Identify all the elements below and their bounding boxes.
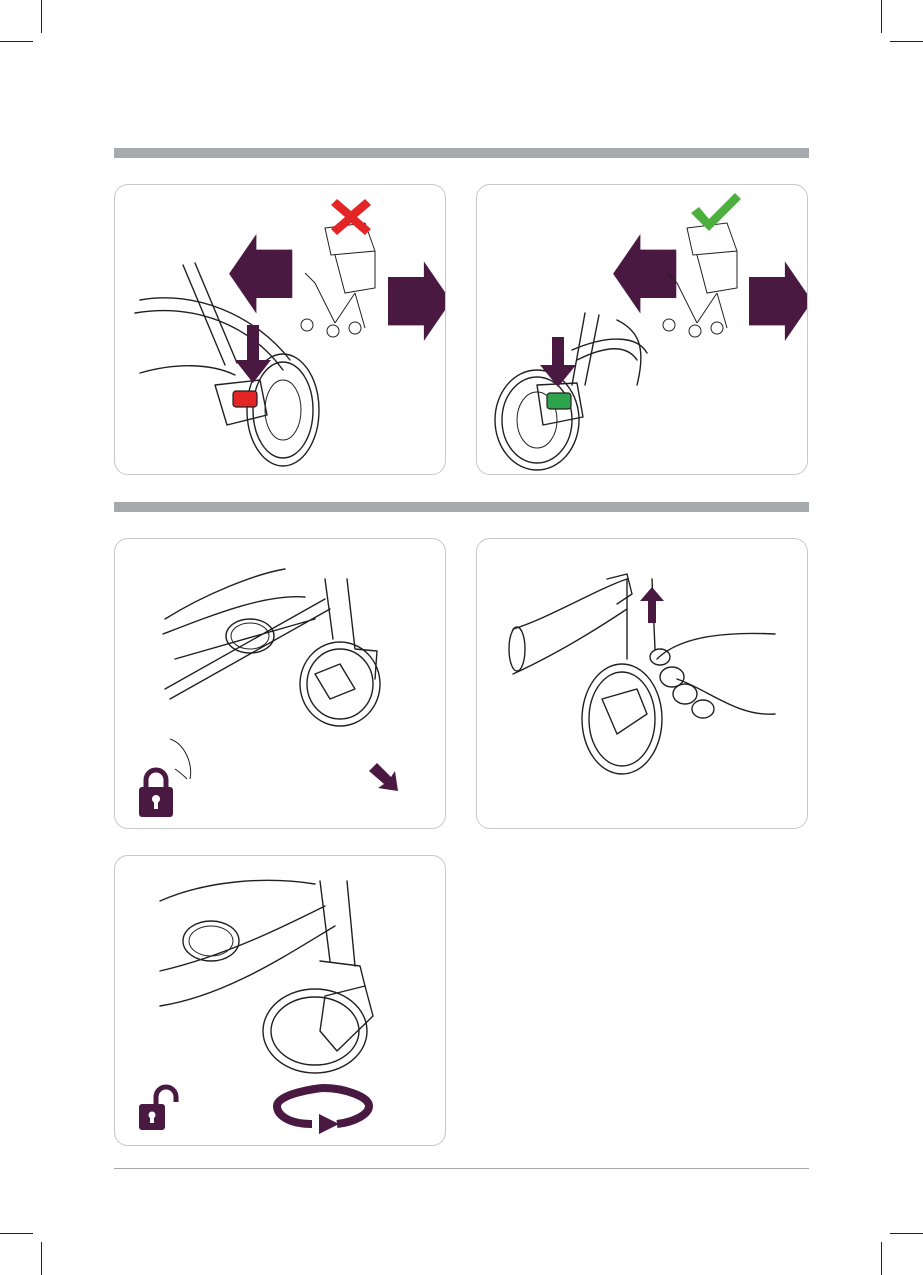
brake-released-illustration [477,185,808,475]
swivel-pull-illustration [477,539,808,829]
crop-mark [890,1233,923,1234]
front-leg [325,579,377,679]
frame-upper [163,569,305,634]
lock-open-icon [139,1087,176,1130]
section-divider-brake [114,148,809,158]
panel-brake-released [476,184,808,475]
crop-mark [41,0,42,33]
section-divider-swivel [114,502,809,512]
check-icon [691,193,741,231]
panel-swivel-unlocked [114,855,446,1146]
crop-mark [41,1242,42,1275]
foot-pad [183,921,239,961]
left-arrow-icon [613,234,676,314]
stroller-icon [301,223,375,337]
red-indicator-icon [233,391,257,407]
crop-mark [881,1242,882,1275]
brake-engaged-illustration [115,185,446,475]
front-wheel [300,642,380,726]
rotate-arrow-icon [277,1088,369,1134]
footer-rule [114,1168,809,1169]
front-wheel [582,664,662,774]
crop-mark [881,0,882,33]
frame-tube [160,880,335,1006]
front-wheel [263,989,367,1073]
frame-tube [572,339,647,360]
swivel-lock-lever [315,664,355,699]
front-leg [320,881,365,986]
crop-mark [0,41,33,42]
green-indicator-icon [547,393,571,409]
swivel-lock-lever [602,689,647,734]
crop-mark [0,1233,33,1234]
frame-lower [140,366,235,375]
down-arrow-icon [235,325,271,383]
down-arrow-icon [540,337,576,387]
lock-closed-icon [139,770,173,817]
panel-brake-engaged [114,184,446,475]
left-arrow-icon [229,234,292,314]
right-arrow-icon [388,261,446,341]
swivel-unlocked-illustration [115,856,446,1146]
swivel-locked-illustration [115,539,446,829]
up-arrow-icon [640,587,664,623]
frame-tube [513,579,627,674]
panel-swivel-pull-lever [476,538,808,829]
right-arrow-icon [749,261,808,341]
frame-joint [607,574,632,604]
cross-icon [331,199,371,235]
handle-tube [183,263,237,365]
diagonal-arrow-icon [369,763,398,791]
foot-pad [226,619,274,653]
hand-icon [657,633,775,714]
stroller-icon [663,223,737,337]
panel-swivel-locked [114,538,446,829]
crop-mark [890,41,923,42]
